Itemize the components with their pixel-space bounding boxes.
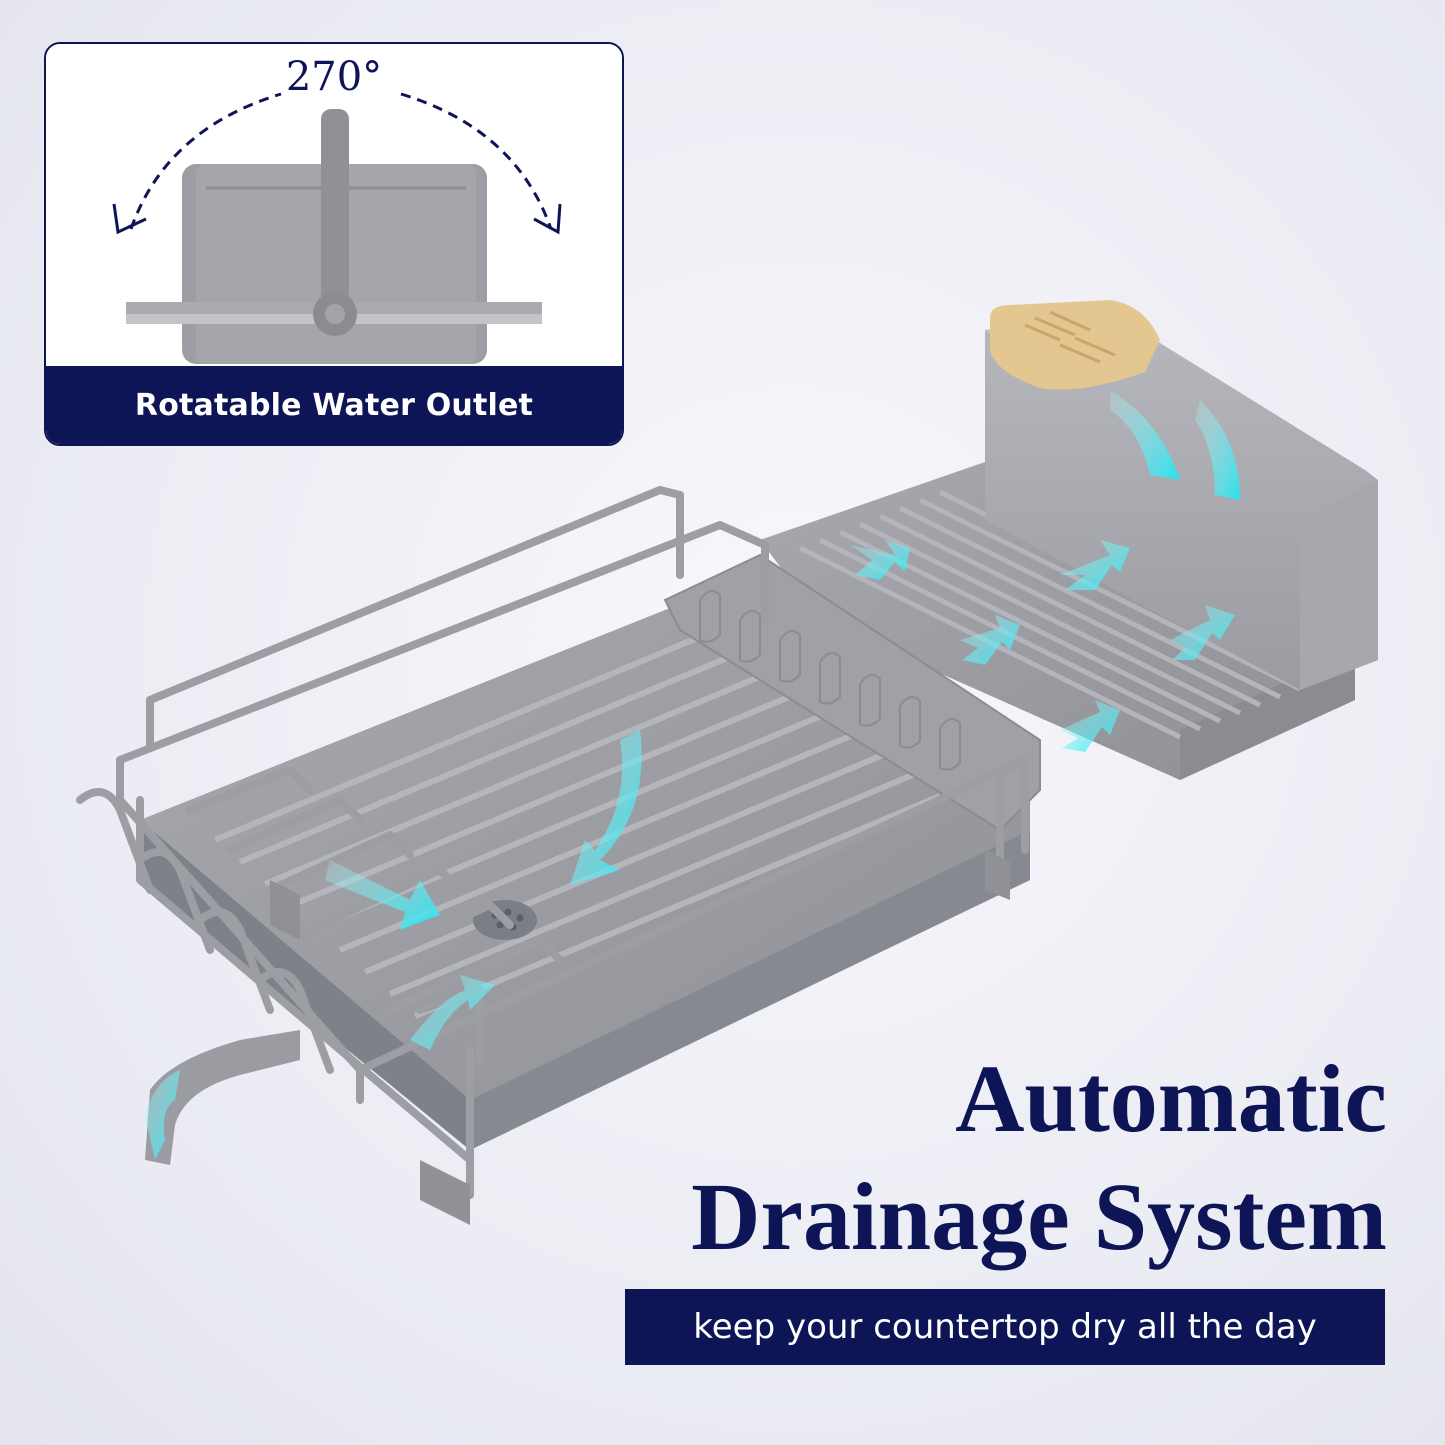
water-flow-arrow [1195, 400, 1240, 500]
extended-drain-tray [760, 462, 1355, 780]
rotation-arc-right [400, 92, 553, 230]
vertical-spout [321, 109, 349, 324]
utensil-holder [985, 300, 1378, 690]
rotation-angle-label: 270° [285, 54, 383, 100]
spout-rotation-diagram [46, 44, 622, 369]
headline: Automatic Drainage System [567, 1040, 1387, 1276]
water-flow-arrows [145, 540, 1235, 1160]
bamboo-lid [990, 300, 1160, 390]
rotatable-spout [145, 1030, 300, 1165]
tagline-banner: keep your countertop dry all the day [625, 1289, 1385, 1365]
arrow-right-icon [533, 203, 562, 235]
inset-panel-rotatable-outlet: 270° Rotatable Water Outlet [44, 42, 624, 446]
arrow-left-icon [112, 203, 147, 235]
rack-legs [270, 850, 1010, 1225]
rotation-arc-left [129, 92, 282, 230]
water-flow-arrow [1110, 390, 1180, 480]
headline-line-2: Drainage System [691, 1163, 1387, 1270]
headline-line-1: Automatic [955, 1045, 1387, 1152]
inset-caption: Rotatable Water Outlet [46, 366, 622, 444]
plate-slots [663, 553, 1041, 832]
